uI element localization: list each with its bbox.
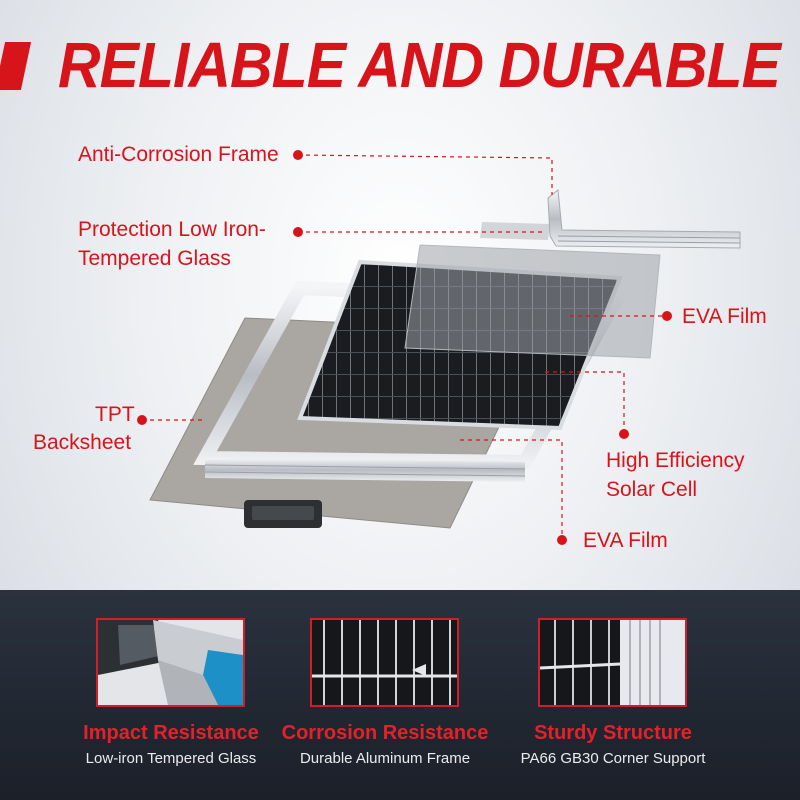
page-title: RELIABLE AND DURABLE bbox=[58, 29, 781, 101]
feature-impact-title: Impact Resistance bbox=[83, 722, 259, 744]
label-cell-line1: High Efficiency bbox=[606, 449, 745, 472]
impact-thumbnail bbox=[96, 618, 245, 707]
eva-film-layer bbox=[404, 244, 661, 359]
exploded-panel-diagram bbox=[137, 150, 741, 545]
label-backsheet: Backsheet bbox=[33, 431, 132, 454]
label-protection-line2: Tempered Glass bbox=[78, 247, 231, 270]
label-eva-film-top: EVA Film bbox=[682, 305, 767, 328]
glass-layer bbox=[480, 222, 550, 240]
label-tpt: TPT bbox=[95, 403, 135, 426]
header: RELIABLE AND DURABLE bbox=[0, 30, 800, 100]
feature-corrosion-subtitle: Durable Aluminum Frame bbox=[299, 750, 471, 767]
leader-dots bbox=[137, 150, 672, 545]
label-anti-corrosion-frame: Anti-Corrosion Frame bbox=[78, 143, 279, 166]
label-protection-line1: Protection Low Iron- bbox=[78, 218, 266, 241]
feature-impact-subtitle: Low-iron Tempered Glass bbox=[85, 750, 257, 767]
label-cell-line2: Solar Cell bbox=[606, 478, 698, 501]
feature-structure-subtitle: PA66 GB30 Corner Support bbox=[520, 750, 706, 767]
feature-corrosion-title: Corrosion Resistance bbox=[281, 722, 489, 744]
leader-lines bbox=[142, 154, 665, 540]
corrosion-thumbnail bbox=[310, 618, 459, 707]
top-frame-profile bbox=[547, 189, 741, 249]
structure-thumbnail bbox=[538, 618, 687, 707]
label-eva-film-bottom: EVA Film bbox=[583, 529, 668, 552]
feature-band: Impact Resistance Low-iron Tempered Glas… bbox=[0, 590, 800, 800]
feature-structure-title: Sturdy Structure bbox=[534, 722, 692, 744]
